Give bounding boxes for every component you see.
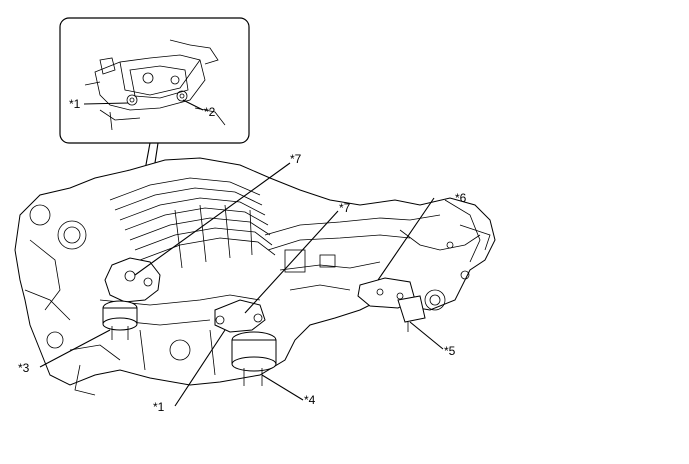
callout-5: *5	[444, 344, 456, 358]
leader-3	[39, 329, 111, 368]
transmission-mount	[357, 277, 426, 332]
leader-7-right	[244, 210, 339, 314]
detail-inset: *1 *2	[59, 17, 250, 144]
leader-4	[261, 374, 304, 401]
engine-mount-center	[214, 299, 277, 386]
callout-4: *4	[304, 393, 316, 407]
inset-label-2: *2	[204, 105, 216, 119]
callout-7-left: *7	[290, 152, 302, 166]
callout-1: *1	[153, 400, 165, 414]
callout-7-right: *7	[339, 201, 351, 215]
callout-6: *6	[455, 191, 467, 205]
callout-3: *3	[18, 361, 30, 375]
inset-label-1: *1	[69, 97, 81, 111]
leader-5	[409, 321, 444, 350]
engine-mount-left	[102, 257, 161, 340]
engine-block	[14, 157, 496, 396]
leader-6	[377, 197, 435, 281]
leader-7-left	[134, 162, 291, 276]
leader-1	[174, 329, 226, 407]
